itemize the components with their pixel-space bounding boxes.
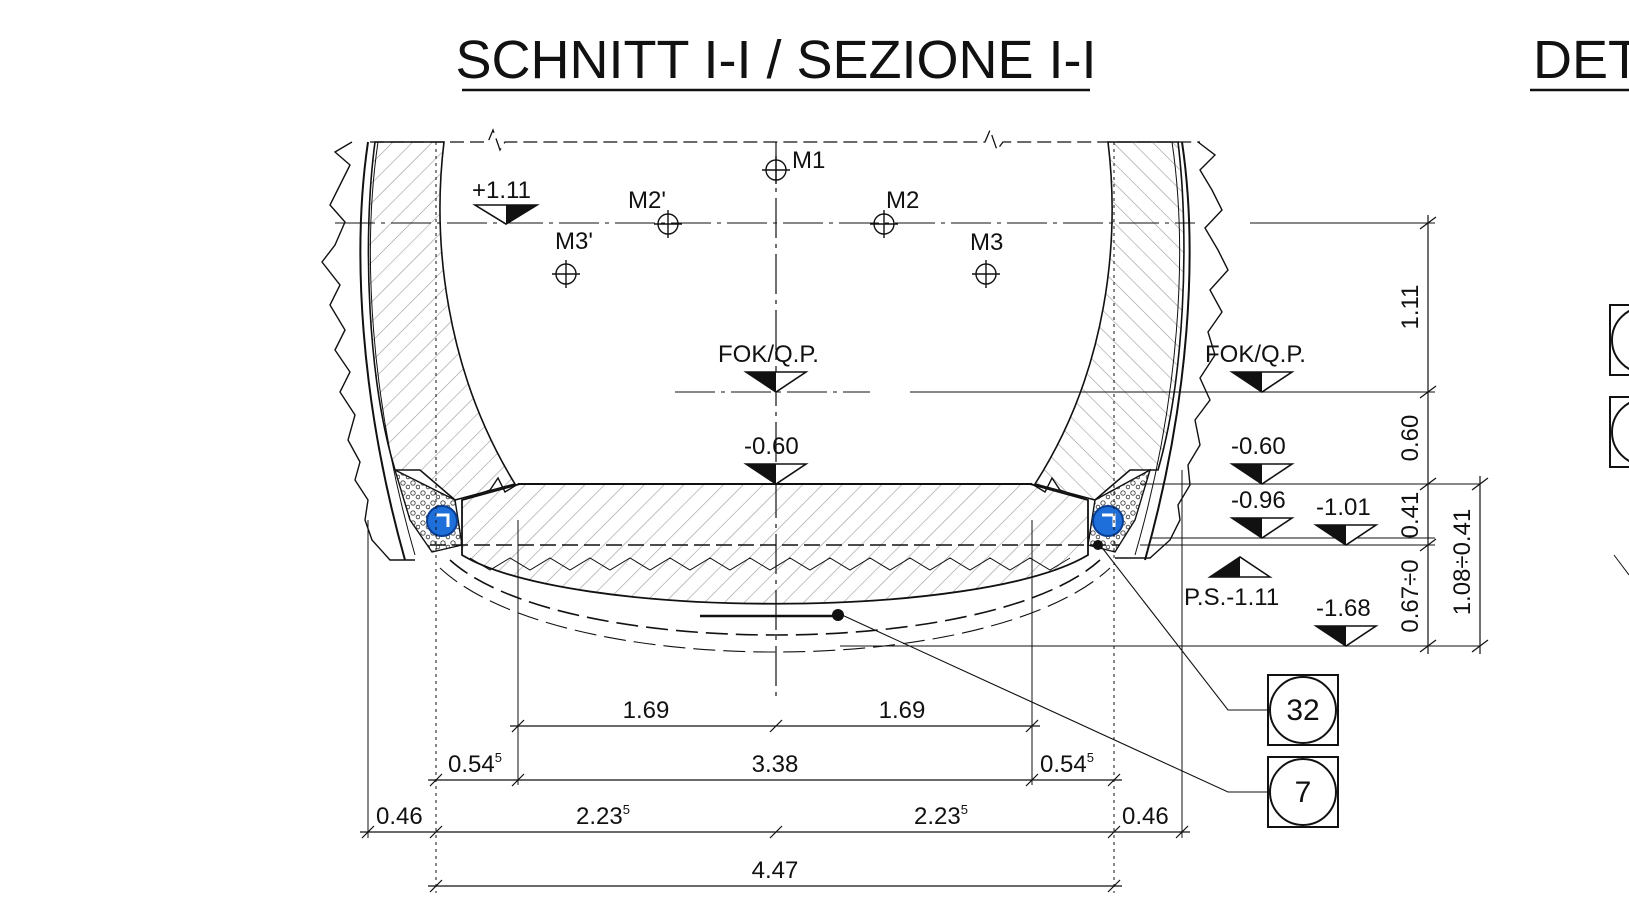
- dim-inner-width: 3.38: [752, 751, 799, 778]
- level-triangle-096-fill: [1232, 518, 1262, 538]
- dim-half-total-right: 2.235: [914, 802, 968, 830]
- dim-outer-left: 0.46: [376, 803, 423, 830]
- dim-half-total-left: 2.235: [576, 802, 630, 830]
- outer-shell-left-2: [369, 141, 416, 556]
- dim-row-2: [428, 773, 1122, 787]
- level-triangle-fok-center-fill: [746, 372, 776, 392]
- level-triangle-168-fill: [1316, 626, 1346, 646]
- slab-joint-right: [1031, 476, 1089, 501]
- dim-row-4: [428, 879, 1122, 893]
- dim-v-108: 1.08÷0.41: [1449, 509, 1476, 616]
- level-label-168: -1.68: [1316, 595, 1371, 622]
- level-label-fok-right: FOK/Q.P.: [1205, 341, 1306, 368]
- callout-7: [1267, 756, 1339, 828]
- dim-total: 4.47: [752, 857, 799, 884]
- outer-shell-left: [359, 141, 406, 561]
- dim-vertical-chain: [1419, 215, 1437, 654]
- level-label-060-right: -0.60: [1231, 433, 1286, 460]
- level-triangle-060-right-fill: [1232, 464, 1262, 484]
- dim-outer-right: 0.46: [1122, 803, 1169, 830]
- callout-32: [1267, 674, 1339, 746]
- rock-outline-right: [1115, 141, 1229, 559]
- level-label-101: -1.01: [1316, 494, 1371, 521]
- slab-joint-left: [461, 476, 519, 501]
- dim-half-right: 1.69: [879, 697, 926, 724]
- level-label-ps: P.S.-1.11: [1184, 584, 1279, 611]
- dim-v-060: 0.60: [1397, 415, 1424, 462]
- level-label-060-center: -0.60: [744, 433, 799, 460]
- marker-m3p-label: M3': [555, 228, 593, 255]
- drain-pipe-left-mark: [436, 513, 450, 527]
- detail-box-1: [1609, 304, 1629, 376]
- marker-m2: [870, 210, 898, 238]
- top-break-line: [370, 128, 1200, 152]
- level-label-096: -0.96: [1231, 487, 1286, 514]
- marker-m3: [972, 260, 1000, 288]
- section-title: SCHNITT I-I / SEZIONE I-I: [455, 30, 1096, 90]
- level-triangle-060-center-fill: [746, 464, 776, 484]
- marker-m3-label: M3: [970, 229, 1003, 256]
- lining-right: [1033, 141, 1185, 501]
- marker-m1: [762, 156, 790, 184]
- drain-node-right: [1093, 540, 1103, 550]
- marker-m2p: [654, 210, 682, 238]
- level-label-fok-center: FOK/Q.P.: [718, 341, 819, 368]
- invert-slab: [461, 483, 1089, 605]
- detail-fragment-line: [1613, 554, 1629, 576]
- dim-edge-left: 0.545: [448, 750, 502, 778]
- dim-v-111: 1.11: [1397, 285, 1424, 330]
- dim-vertical-right: [1471, 476, 1489, 654]
- level-triangle-101-fill: [1316, 525, 1346, 545]
- dashed-arc-1: [449, 559, 1101, 636]
- reference-point: [832, 609, 844, 621]
- level-triangle-ps-fill: [1210, 557, 1240, 577]
- callout-32-label: 32: [1286, 694, 1319, 727]
- level-triangle-111-fill: [506, 205, 537, 224]
- outer-shell-right-2: [1134, 141, 1181, 556]
- chevron-row: [469, 557, 1071, 571]
- rock-outline-left: [321, 141, 415, 561]
- dim-edge-right: 0.545: [1040, 750, 1094, 778]
- drain-pipe-right: [1092, 505, 1124, 537]
- dashed-arc-2: [439, 567, 1111, 653]
- marker-m1-label: M1: [792, 147, 825, 174]
- dim-v-041: 0.41: [1397, 492, 1424, 539]
- dim-row-3: [360, 825, 1190, 839]
- level-label-111: +1.11: [472, 177, 531, 204]
- drain-pipe-left: [426, 505, 458, 537]
- marker-m2-label: M2: [886, 187, 919, 214]
- leader-7: [841, 614, 1268, 793]
- level-triangle-fok-right-fill: [1232, 372, 1262, 392]
- detail-box-2: [1609, 396, 1629, 468]
- callout-7-label: 7: [1295, 776, 1312, 809]
- marker-m3p: [552, 260, 580, 288]
- dim-row-1: [510, 719, 1040, 733]
- marker-m2p-label: M2': [628, 187, 666, 214]
- dim-half-left: 1.69: [623, 697, 670, 724]
- outer-shell-right: [1144, 141, 1191, 561]
- detail-title-partial: DET: [1533, 30, 1629, 90]
- dim-v-067: 0.67÷0: [1397, 559, 1424, 632]
- leader-32: [1099, 544, 1268, 711]
